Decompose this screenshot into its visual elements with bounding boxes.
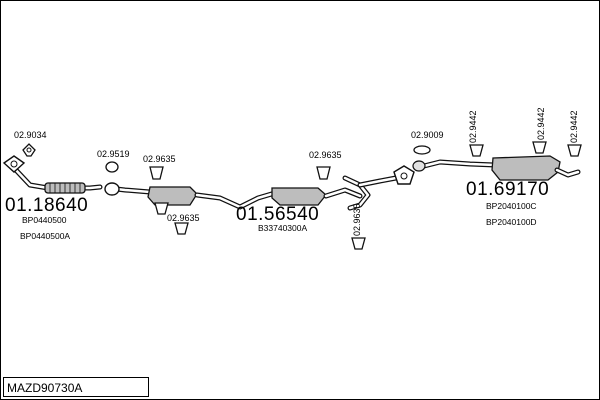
accessory-label-10: 02.9442: [569, 110, 579, 143]
section-3-number: 01.69170: [466, 179, 550, 200]
section-1-ref-1: BP0440500: [22, 215, 67, 225]
accessory-rubber-3: [149, 166, 164, 180]
accessory-label-7: 02.9009: [411, 130, 444, 140]
center-silencer: [271, 187, 327, 206]
section-2-number: 01.56540: [236, 204, 320, 225]
accessory-label-9: 02.9442: [536, 107, 546, 140]
accessory-label-2: 02.9519: [97, 149, 130, 159]
section-1-number: 01.18640: [5, 195, 89, 216]
accessory-label-4: 02.9635: [167, 213, 200, 223]
accessory-rubber-3b: [154, 202, 169, 215]
accessory-label-8: 02.9442: [468, 110, 478, 143]
accessory-label-3: 02.9635: [143, 154, 176, 164]
section-1-ref-2: BP0440500A: [20, 231, 71, 241]
gasket: [412, 160, 426, 172]
middle-pipe-rear: [271, 165, 415, 211]
accessory-label-1: 02.9034: [14, 130, 47, 140]
rear-silencer: [491, 155, 561, 181]
section-2-ref-1: B33740300A: [258, 223, 308, 233]
middle-pipe-front: [104, 182, 278, 210]
accessory-rubber-10: [567, 144, 582, 157]
accessory-rubber-8: [469, 144, 484, 157]
kit-code-box: MAZD90730A: [3, 377, 149, 397]
accessory-rubber-9: [532, 141, 547, 154]
accessory-gasket-7: [413, 145, 431, 155]
accessory-ring-2: [105, 161, 119, 173]
section-3-ref-1: BP2040100C: [486, 201, 537, 211]
accessory-label-5: 02.9635: [309, 150, 342, 160]
kit-code: MAZD90730A: [7, 381, 83, 395]
accessory-rubber-5: [316, 166, 331, 180]
rear-section: [412, 155, 581, 181]
accessory-icons: [22, 141, 582, 250]
accessory-label-6: 02.9635: [352, 203, 362, 236]
gasket-ring: [104, 182, 120, 196]
front-silencer: [147, 186, 198, 206]
accessory-rubber-4: [174, 222, 189, 235]
section-3-ref-2: BP2040100D: [486, 217, 537, 227]
accessory-rubber-6: [351, 237, 366, 250]
front-pipe: [2, 155, 103, 194]
